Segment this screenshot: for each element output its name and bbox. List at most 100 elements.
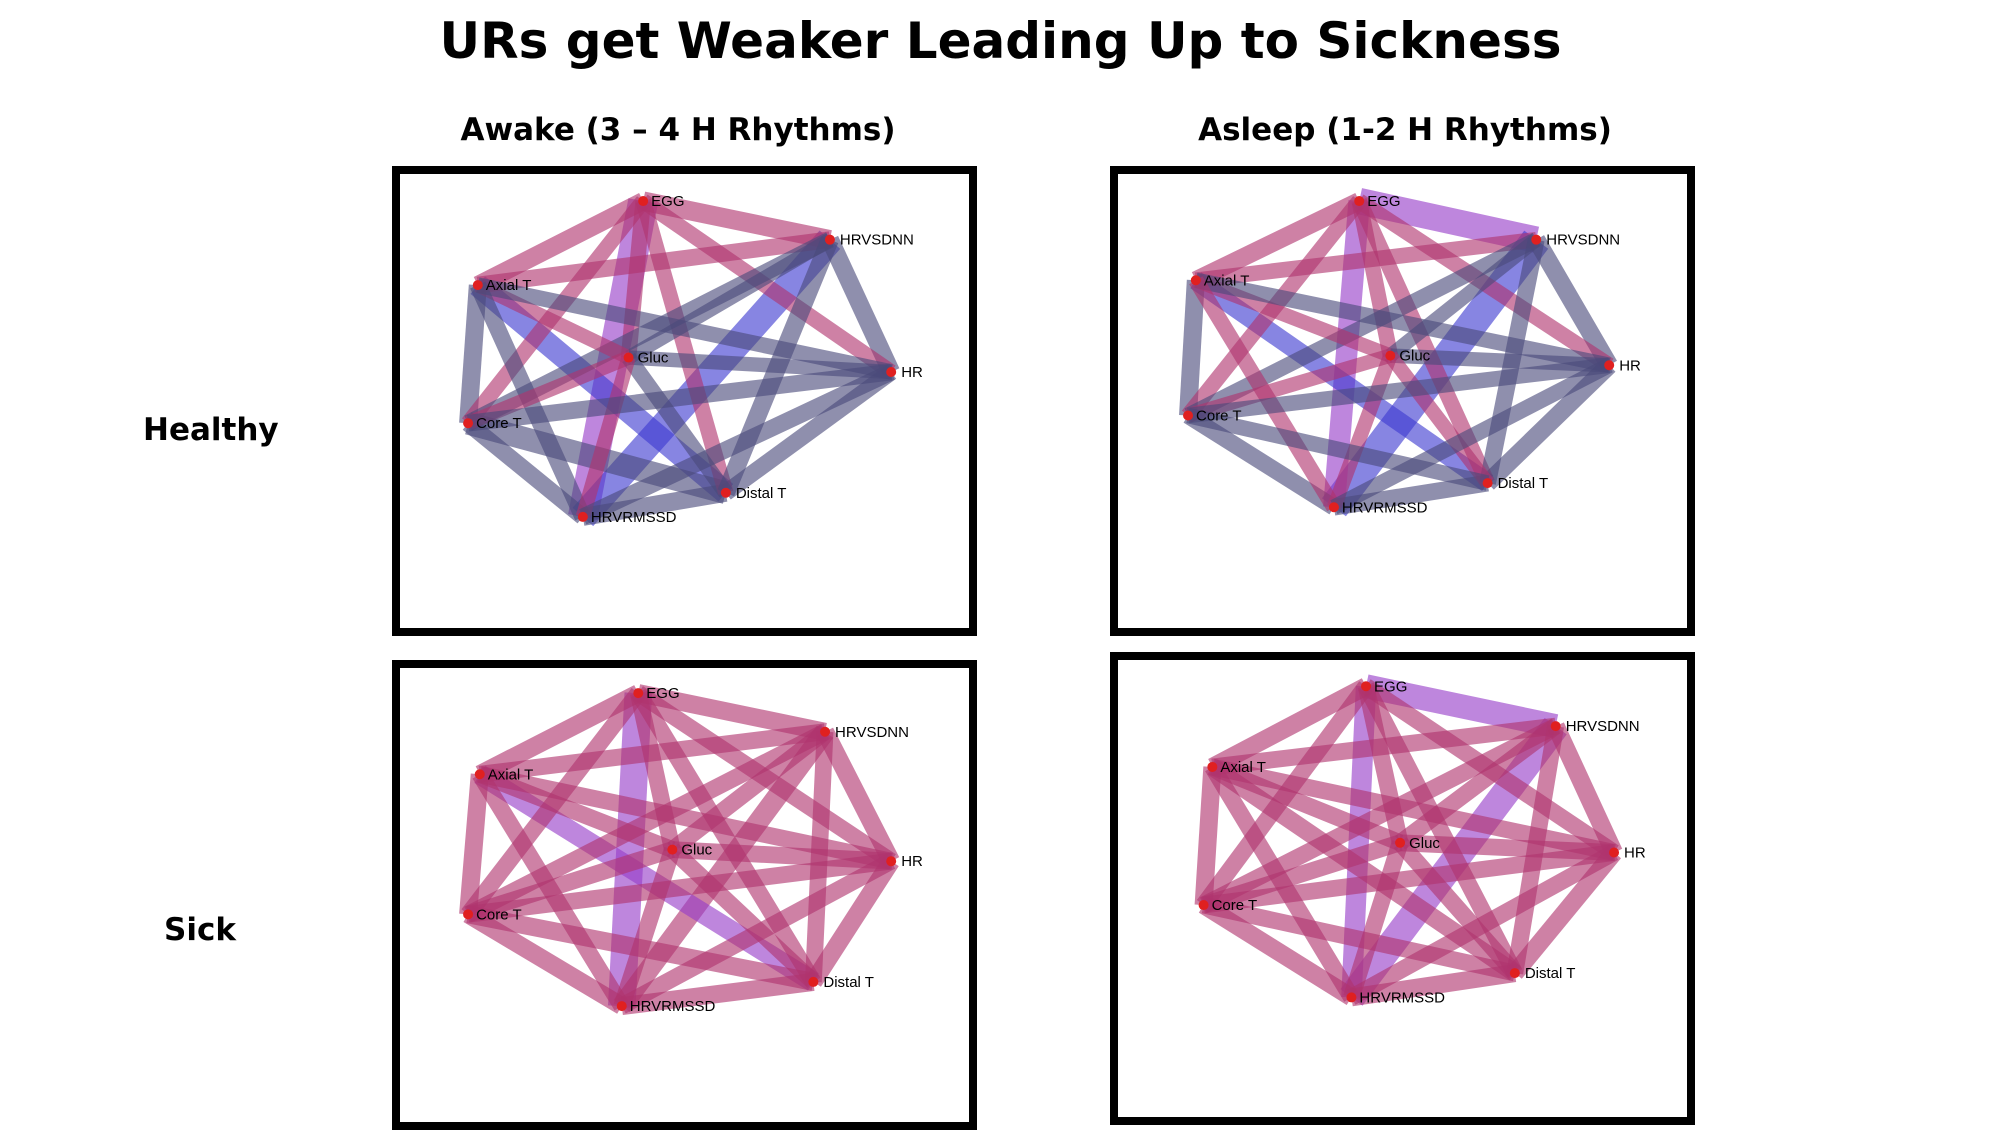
node-label-core-t: Core T (1212, 897, 1258, 914)
edge-hr-core-t (1187, 357, 1611, 424)
node-label-hrvrmssd: HRVRMSSD (1359, 989, 1445, 1006)
node-egg (1354, 196, 1365, 207)
node-egg (633, 688, 644, 699)
edge-hr-hrvrmssd (579, 364, 895, 525)
node-hrvrmssd (577, 511, 588, 522)
edge-hrvsdnn-core-t (1199, 718, 1560, 913)
edge-hrvsdnn-core-t (464, 724, 829, 922)
edge-hr-core-t (1202, 844, 1616, 914)
edge-hrvsdnn-hr (821, 235, 900, 376)
edge-distal-t-hrvrmssd (620, 973, 815, 1016)
node-label-axial-t: Axial T (1204, 272, 1250, 289)
edge-hrvsdnn-hr (1528, 235, 1617, 370)
node-label-egg: EGG (1374, 678, 1407, 695)
edge-core-t-axial-t (459, 773, 489, 916)
node-gluc (1385, 350, 1396, 361)
node-label-hrvsdnn: HRVSDNN (1546, 232, 1620, 249)
node-label-hrvsdnn: HRVSDNN (840, 232, 914, 249)
edge-egg-hrvsdnn (636, 684, 827, 741)
node-label-gluc: Gluc (1409, 835, 1440, 852)
node-axial-t (472, 280, 483, 291)
node-core-t (1183, 410, 1194, 421)
edge-egg-axial-t (473, 193, 648, 294)
node-label-gluc: Gluc (638, 350, 669, 367)
edge-hrvsdnn-hr (1547, 722, 1623, 857)
node-label-egg: EGG (646, 685, 679, 702)
edge-gluc-hrvrmssd (613, 847, 681, 1009)
node-hrvsdnn (1550, 721, 1561, 732)
edge-hr-distal-t (805, 856, 899, 987)
node-egg (638, 196, 649, 207)
node-label-hrvrmssd: HRVRMSSD (591, 509, 677, 526)
node-label-core-t: Core T (1196, 407, 1242, 424)
edge-hrvsdnn-hrvrmssd (613, 725, 834, 1013)
edge-gluc-hrvrmssd (1343, 840, 1409, 1000)
node-distal-t (808, 976, 819, 987)
node-hr (1604, 360, 1615, 371)
node-axial-t (474, 769, 485, 780)
edge-hrvsdnn-axial-t (478, 723, 827, 783)
edge-hrvsdnn-axial-t (1194, 231, 1538, 289)
edge-hrvrmssd-core-t (463, 906, 627, 1014)
node-label-hr: HR (901, 364, 923, 381)
node-axial-t (1207, 761, 1218, 772)
edge-hr-hrvrmssd (1347, 845, 1619, 1005)
edge-axial-t-distal-t (470, 276, 734, 502)
node-label-hrvsdnn: HRVSDNN (1566, 718, 1640, 735)
edge-egg-axial-t (1208, 678, 1371, 775)
node-hrvrmssd (616, 1001, 627, 1012)
edge-hr-hrvrmssd (1330, 358, 1613, 515)
node-hr (886, 367, 897, 378)
edge-egg-hrvsdnn (1356, 188, 1540, 253)
edge-hrvsdnn-core-t (1184, 232, 1540, 423)
node-label-distal-t: Distal T (823, 974, 874, 991)
node-label-hr: HR (1624, 845, 1646, 862)
edge-core-t-distal-t (1201, 896, 1517, 982)
edge-core-t-axial-t (1179, 279, 1205, 417)
node-label-distal-t: Distal T (736, 485, 787, 502)
node-axial-t (1190, 275, 1201, 286)
edge-gluc-distal-t (1384, 351, 1494, 488)
edge-hr-hrvrmssd (617, 853, 896, 1014)
edge-egg-distal-t (631, 688, 821, 987)
edge-egg-distal-t (635, 198, 734, 495)
node-core-t (463, 418, 474, 429)
edge-hrvrmssd-core-t (462, 416, 589, 524)
node-label-hrvrmssd: HRVRMSSD (630, 998, 716, 1015)
node-hrvsdnn (1531, 234, 1542, 245)
column-header-asleep: Asleep (1-2 H Rhythms) (1198, 112, 1612, 148)
row-label-healthy: Healthy (143, 412, 279, 448)
node-distal-t (1482, 478, 1493, 489)
edge-hrvsdnn-axial-t (476, 231, 831, 294)
edge-hrvrmssd-core-t (1198, 897, 1357, 1006)
node-distal-t (720, 487, 731, 498)
edge-distal-t-hrvrmssd (1332, 474, 1489, 516)
node-distal-t (1509, 968, 1520, 979)
node-core-t (463, 909, 474, 920)
node-hrvrmssd (1328, 502, 1339, 513)
edge-gluc-distal-t (666, 843, 820, 989)
edge-hr-core-t (467, 852, 893, 923)
node-egg (1361, 681, 1372, 692)
node-hr (886, 856, 897, 867)
node-gluc (667, 844, 678, 855)
node-hrvsdnn (820, 726, 831, 737)
page-title: URs get Weaker Leading Up to Sickness (439, 12, 1562, 70)
node-core-t (1198, 900, 1209, 911)
edge-gluc-hrvrmssd (1327, 353, 1398, 510)
edge-egg-hr (638, 194, 896, 379)
edge-axial-t-hr (476, 277, 893, 380)
node-label-axial-t: Axial T (488, 766, 534, 783)
edge-hr-core-t (467, 363, 893, 432)
edge-egg-hrvsdnn (1363, 674, 1559, 738)
node-label-hr: HR (901, 853, 923, 870)
edge-hr-distal-t (1481, 358, 1616, 490)
node-label-egg: EGG (1367, 193, 1400, 210)
